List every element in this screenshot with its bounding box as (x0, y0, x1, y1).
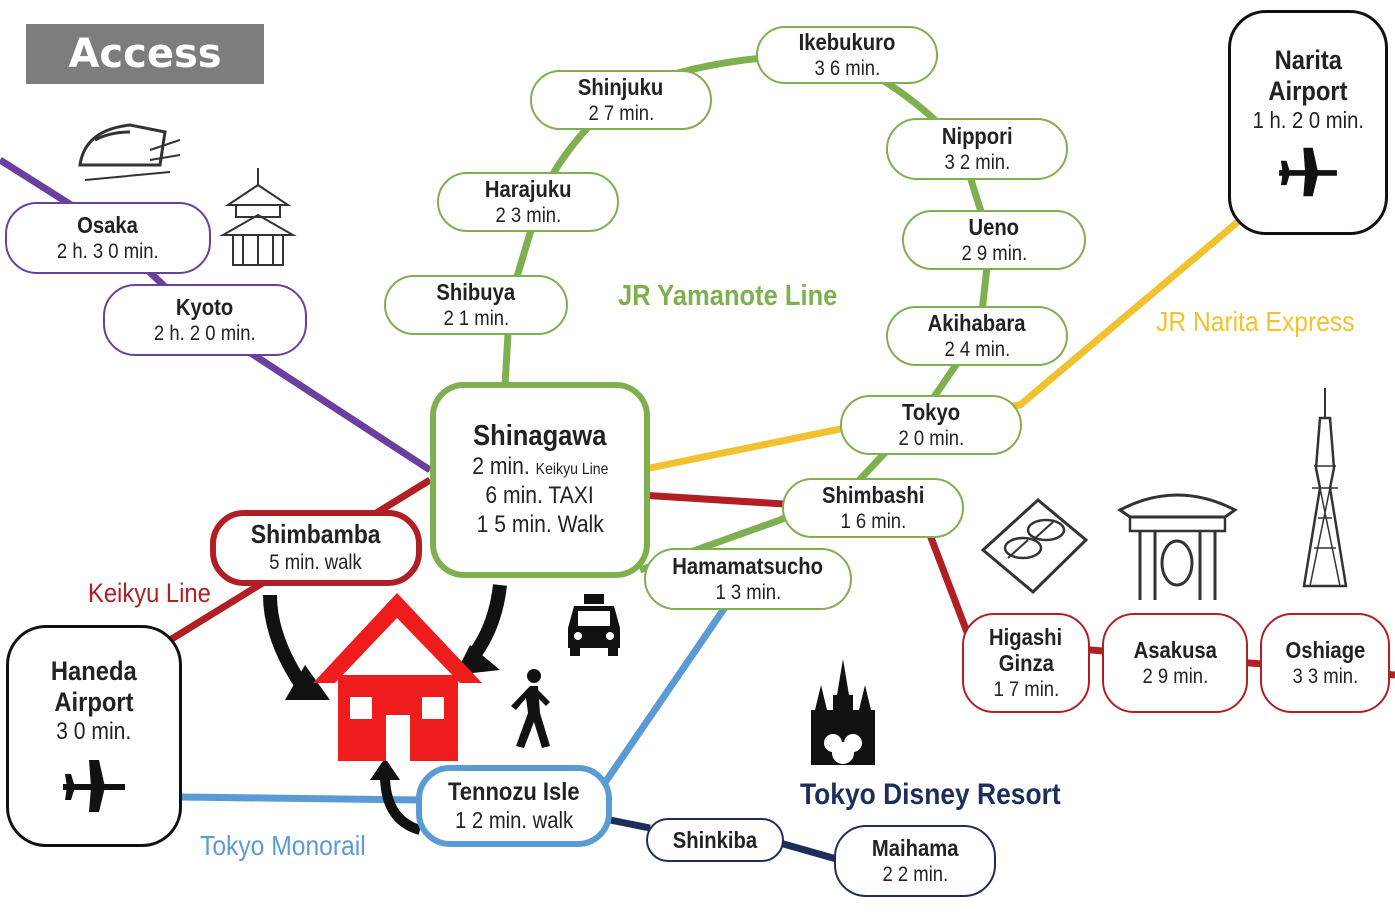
station-time: 3 2 min. (944, 150, 1010, 174)
arrow-up (380, 774, 422, 835)
station-higashi-ginza[interactable]: Higashi Ginza 1 7 min. (962, 613, 1090, 713)
station-nippori[interactable]: Nippori 3 2 min. (886, 118, 1068, 180)
station-time: 3 3 min. (1292, 664, 1358, 688)
station-name: Akihabara (928, 310, 1026, 337)
shinagawa-taxi-time: 6 min. TAXI (485, 482, 595, 510)
station-name: Oshiage (1285, 637, 1365, 664)
station-name-line2: Ginza (998, 650, 1054, 677)
station-time: 3 6 min. (814, 56, 880, 80)
station-name: Tokyo (901, 399, 961, 426)
station-kyoto[interactable]: Kyoto 2 h. 2 0 min. (103, 284, 307, 356)
station-shimbashi[interactable]: Shimbashi 1 6 min. (782, 478, 964, 538)
station-name: Ikebukuro (798, 29, 896, 56)
station-name: Shimbashi (821, 482, 925, 509)
rinkai-line (609, 816, 841, 864)
station-haneda-airport[interactable]: Haneda Airport 3 0 min. (6, 625, 182, 847)
house-icon (313, 593, 482, 761)
station-name: Nippori (941, 123, 1013, 150)
station-name: Shimbamba (251, 519, 381, 550)
airport-name-line1: Haneda (51, 655, 137, 686)
taxi-icon (568, 594, 620, 656)
station-harajuku[interactable]: Harajuku 2 3 min. (437, 172, 619, 232)
shinagawa-keikyu-label: Keikyu Line (535, 461, 609, 479)
station-shimbamba[interactable]: Shimbamba 5 min. walk (210, 510, 422, 586)
airplane-icon (63, 760, 125, 813)
station-time: 2 9 min. (961, 241, 1027, 265)
airplane-icon (1279, 148, 1337, 197)
shinagawa-keikyu-row: 2 min. Keikyu Line (472, 453, 608, 482)
station-time: 1 7 min. (993, 677, 1059, 701)
shinagawa-walk-time: 1 5 min. Walk (476, 511, 604, 539)
airport-name-line2: Airport (1268, 75, 1348, 106)
sushi-icon (980, 498, 1089, 595)
asakusa-gate-icon (1117, 493, 1238, 600)
station-name: Tennozu Isle (448, 777, 580, 806)
station-time: 3 0 min. (56, 717, 132, 745)
station-tennozu-isle[interactable]: Tennozu Isle 1 2 min. walk (416, 765, 612, 847)
kyoto-temple-icon (219, 168, 297, 266)
shinagawa-keikyu-time: 2 min. (471, 453, 530, 481)
station-time: 1 2 min. walk (454, 806, 574, 833)
monorail-line (179, 598, 733, 804)
station-name: Osaka (77, 212, 139, 239)
station-shinkiba[interactable]: Shinkiba (646, 818, 784, 862)
shinkansen-train-icon (78, 123, 180, 181)
station-shibuya[interactable]: Shibuya 2 1 min. (384, 275, 568, 335)
station-time: 2 2 min. (882, 862, 948, 886)
station-time: 1 3 min. (715, 580, 781, 604)
station-oshiage[interactable]: Oshiage 3 3 min. (1260, 613, 1390, 713)
station-name: Harajuku (484, 176, 572, 203)
label-tokyo-disney-resort: Tokyo Disney Resort (800, 778, 1061, 811)
station-name: Kyoto (176, 294, 234, 321)
station-hamamatsucho[interactable]: Hamamatsucho 1 3 min. (644, 548, 852, 610)
station-osaka[interactable]: Osaka 2 h. 3 0 min. (5, 202, 211, 274)
station-time: 2 0 min. (898, 426, 964, 450)
station-time: 1 6 min. (840, 509, 906, 533)
label-narita-express: JR Narita Express (1156, 306, 1355, 337)
station-time: 2 3 min. (495, 203, 561, 227)
label-keikyu-line: Keikyu Line (88, 578, 211, 608)
station-tokyo[interactable]: Tokyo 2 0 min. (840, 395, 1022, 455)
station-shinagawa[interactable]: Shinagawa 2 min. Keikyu Line 6 min. TAXI… (430, 382, 650, 578)
station-name: Hamamatsucho (672, 553, 824, 580)
station-time: 2 7 min. (588, 101, 654, 125)
station-name: Maihama (871, 835, 959, 862)
station-asakusa[interactable]: Asakusa 2 9 min. (1102, 613, 1248, 713)
station-time: 2 h. 3 0 min. (57, 239, 159, 263)
station-name: Ueno (968, 214, 1020, 241)
station-time: 2 h. 2 0 min. (154, 321, 256, 345)
station-name-line1: Higashi (989, 623, 1063, 650)
station-time: 5 min. walk (269, 551, 363, 575)
page-title: Access map (26, 24, 264, 137)
station-name: Shinjuku (578, 74, 664, 101)
station-time: 1 h. 2 0 min. (1252, 106, 1364, 133)
station-time: 2 4 min. (944, 337, 1010, 361)
station-name: Shibuya (436, 279, 516, 306)
arrow-up-head (370, 758, 400, 780)
station-shinjuku[interactable]: Shinjuku 2 7 min. (530, 70, 712, 130)
station-ueno[interactable]: Ueno 2 9 min. (902, 210, 1086, 270)
skytree-tower-icon (1302, 388, 1348, 588)
walking-person-icon (511, 669, 550, 748)
station-name: Shinagawa (473, 420, 607, 453)
airport-name-line2: Airport (54, 686, 134, 717)
station-narita-airport[interactable]: Narita Airport 1 h. 2 0 min. (1228, 10, 1388, 235)
station-name: Asakusa (1133, 637, 1217, 664)
arrow-left-head (285, 665, 330, 700)
disney-castle-icon (811, 659, 875, 765)
station-akihabara[interactable]: Akihabara 2 4 min. (886, 306, 1068, 366)
airport-name-line1: Narita (1274, 44, 1342, 75)
station-name: Shinkiba (672, 826, 758, 853)
station-time: 2 1 min. (443, 306, 509, 330)
label-yamanote-line: JR Yamanote Line (618, 280, 838, 312)
station-ikebukuro[interactable]: Ikebukuro 3 6 min. (756, 26, 938, 84)
station-time: 2 9 min. (1142, 664, 1208, 688)
station-maihama[interactable]: Maihama 2 2 min. (834, 825, 996, 897)
label-tokyo-monorail: Tokyo Monorail (200, 830, 366, 861)
